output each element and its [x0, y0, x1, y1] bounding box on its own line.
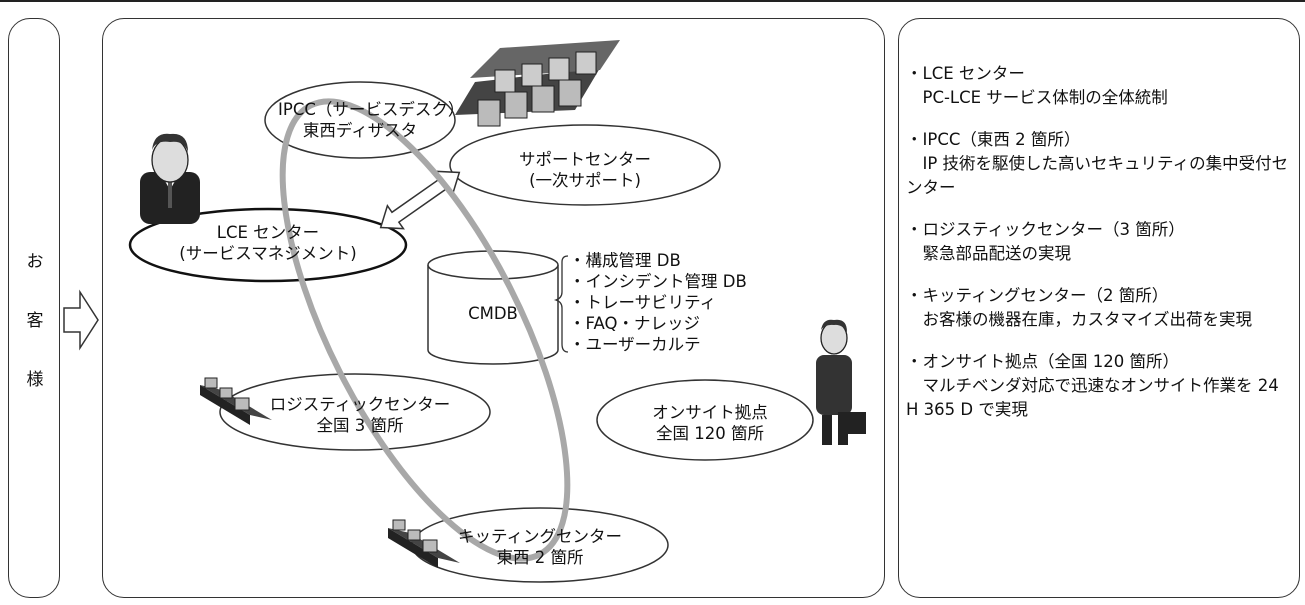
ipcc-label-line1: IPCC（サービスデスク） — [278, 100, 465, 119]
kitting-label-line1: キッティングセンター — [457, 527, 622, 546]
onsite-ellipse — [596, 379, 814, 461]
note-onsite: ・オンサイト拠点（全国 120 箇所） マルチベンダ対応で迅速なオンサイト作業を… — [906, 350, 1292, 422]
note-body: PC-LCE サービス体制の全体統制 — [906, 88, 1168, 107]
logistics-label: ロジスティックセンター 全国 3 箇所 — [255, 394, 465, 436]
service-system-panel — [102, 18, 885, 598]
note-logistics: ・ロジスティックセンター（3 箇所） 緊急部品配送の実現 — [906, 218, 1292, 266]
note-heading: ・ロジスティックセンター（3 箇所） — [906, 220, 1185, 239]
cmdb-item: ・トレーサビリティ — [569, 293, 717, 312]
note-heading: ・IPCC（東西 2 箇所） — [906, 130, 1081, 149]
kitting-label-line2: 東西 2 箇所 — [496, 548, 584, 567]
kitting-label: キッティングセンター 東西 2 箇所 — [440, 526, 640, 568]
cmdb-item: ・ユーザーカルテ — [569, 335, 701, 354]
logistics-label-line2: 全国 3 箇所 — [316, 416, 404, 435]
support-desks-illustration — [455, 40, 620, 127]
logistics-ellipse — [219, 373, 491, 451]
support-label-line2: (一次サポート) — [529, 171, 641, 190]
note-heading: ・オンサイト拠点（全国 120 箇所） — [906, 352, 1179, 371]
note-heading: ・キッティングセンター（2 箇所） — [906, 286, 1169, 305]
onsite-engineer-figure — [816, 319, 866, 445]
cmdb-item: ・FAQ・ナレッジ — [569, 314, 700, 333]
notes-list: ・LCE センター PC-LCE サービス体制の全体統制 ・IPCC（東西 2 … — [906, 62, 1292, 440]
ipcc-label-line2: 東西ディザスタ — [302, 121, 418, 140]
cmdb-item-list: ・構成管理 DB ・インシデント管理 DB ・トレーサビリティ ・FAQ・ナレッ… — [569, 250, 747, 355]
lce-label-line1: LCE センター — [216, 223, 320, 242]
cmdb-cylinder — [427, 250, 559, 365]
onsite-label-line1: オンサイト拠点 — [652, 403, 768, 422]
ipcc-label: IPCC（サービスデスク） 東西ディザスタ — [278, 99, 465, 141]
top-rule — [0, 0, 1305, 2]
customer-arrow — [63, 289, 99, 351]
logistics-conveyor — [200, 377, 272, 425]
note-kitting: ・キッティングセンター（2 箇所） お客様の機器在庫，カスタマイズ出荷を実現 — [906, 284, 1292, 332]
cmdb-item: ・インシデント管理 DB — [569, 272, 747, 291]
double-arrow — [379, 170, 461, 230]
cmdb-item: ・構成管理 DB — [569, 251, 681, 270]
ipcc-ellipse — [264, 81, 456, 159]
note-heading: ・LCE センター — [906, 64, 1025, 83]
note-lce: ・LCE センター PC-LCE サービス体制の全体統制 — [906, 62, 1292, 110]
notes-panel — [898, 18, 1300, 598]
customer-panel: お 客 様 — [8, 18, 60, 598]
lce-manager-figure — [140, 133, 200, 224]
lce-label: LCE センター (サービスマネジメント) — [168, 222, 368, 264]
onsite-label: オンサイト拠点 全国 120 箇所 — [640, 402, 780, 444]
customer-char-3: 様 — [26, 370, 44, 390]
note-body: お客様の機器在庫，カスタマイズ出荷を実現 — [906, 310, 1253, 329]
customer-char-1: お — [26, 252, 44, 272]
customer-char-2: 客 — [26, 311, 44, 331]
onsite-label-line2: 全国 120 箇所 — [656, 424, 764, 443]
kitting-conveyor — [388, 519, 460, 568]
note-ipcc: ・IPCC（東西 2 箇所） IP 技術を駆使した高いセキュリティの集中受付セン… — [906, 128, 1292, 200]
cmdb-label: CMDB — [468, 304, 518, 323]
support-label-line1: サポートセンター — [519, 150, 651, 169]
support-label: サポートセンター (一次サポート) — [500, 149, 670, 191]
cmdb-brace — [553, 255, 569, 353]
note-body: マルチベンダ対応で迅速なオンサイト作業を 24 H 365 D で実現 — [906, 376, 1279, 419]
logistics-label-line1: ロジスティックセンター — [269, 395, 451, 414]
note-body: 緊急部品配送の実現 — [906, 244, 1072, 263]
support-ellipse — [449, 124, 721, 206]
integration-loop — [279, 98, 571, 562]
lce-ellipse — [128, 207, 408, 283]
note-body: IP 技術を駆使した高いセキュリティの集中受付センター — [906, 154, 1289, 197]
lce-label-line2: (サービスマネジメント) — [179, 244, 357, 263]
